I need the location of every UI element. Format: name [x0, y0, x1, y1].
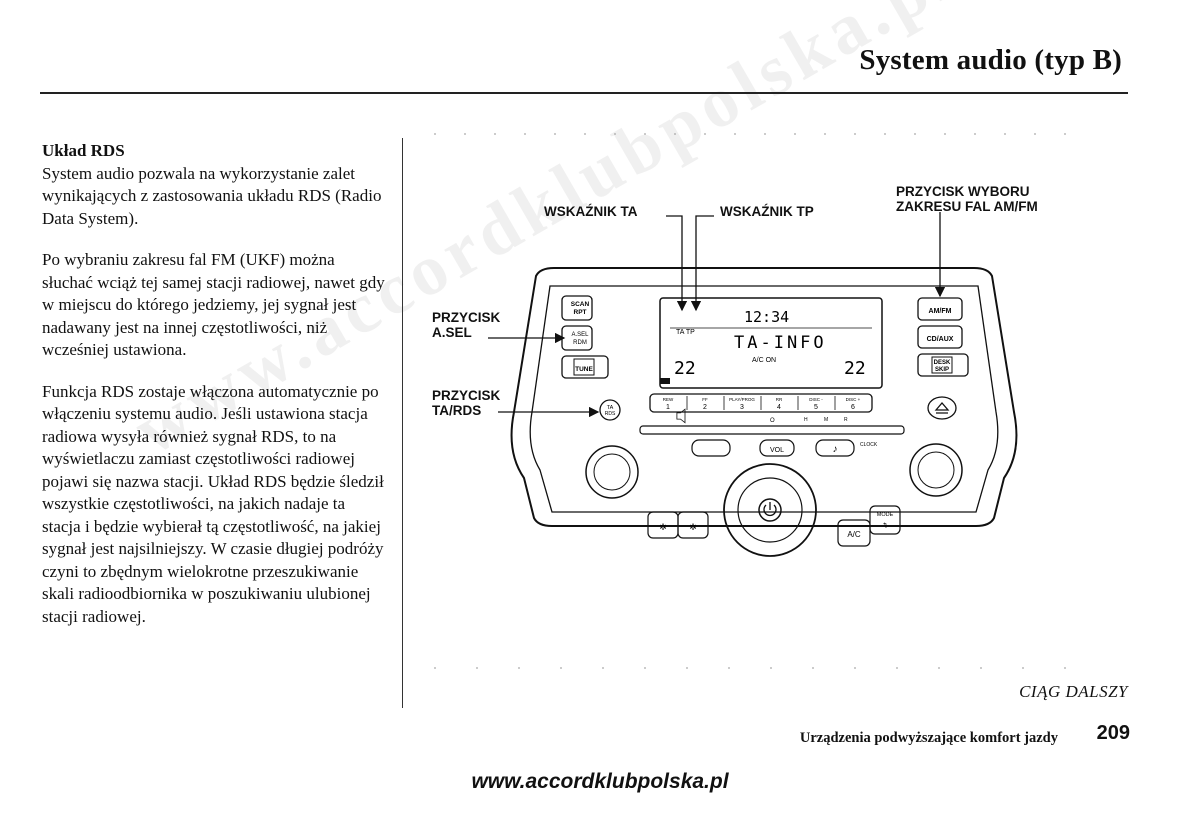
preset-6-num[interactable]: 6: [851, 404, 855, 411]
ac-label: A/C: [847, 530, 861, 539]
rpt-label: RPT: [574, 309, 587, 316]
left-temp-knob-inner: [593, 453, 631, 491]
preset-2-num[interactable]: 2: [703, 404, 707, 411]
callout-band-button: PRZYCISK WYBORU ZAKRESU FAL AM/FM: [896, 184, 1038, 214]
radio-outer-panel: [510, 267, 1018, 527]
section-heading: Układ RDS: [42, 141, 125, 160]
note-icon: ♪: [833, 444, 838, 455]
vol-label: VOL: [770, 447, 784, 454]
page-number: 209: [1096, 722, 1130, 744]
ac-button[interactable]: [837, 519, 871, 547]
tune-button[interactable]: [561, 355, 609, 379]
mode-icon: ↰: [882, 521, 889, 530]
tone-letter-r: R: [844, 417, 848, 423]
lcd-right-temp: 22: [844, 358, 866, 379]
lcd-clock: 12:34: [744, 308, 789, 326]
tone-letter-h: H: [804, 417, 808, 423]
preset-1-num[interactable]: 1: [666, 404, 670, 411]
radio-diagram: WSKAŹNIK TA WSKAŹNIK TP PRZYCISK WYBORU …: [404, 122, 1124, 692]
power-icon: [763, 502, 777, 517]
tone-letter-m: M: [824, 417, 828, 423]
leader-ta: [666, 215, 688, 312]
fan-up-button[interactable]: [677, 511, 709, 539]
desk-label: DESK: [934, 360, 951, 366]
paragraph-1-text: System audio pozwala na wykorzystanie za…: [42, 163, 382, 228]
callout-tards-button: PRZYCISK TA/RDS: [432, 388, 501, 418]
callout-asel-button: PRZYCISK A.SEL: [432, 310, 501, 340]
power-volume-knob-inner: [737, 477, 803, 543]
lcd-indicator: [660, 378, 670, 384]
page-title: System audio (typ B): [859, 44, 1122, 76]
skip-label: SKIP: [935, 367, 949, 373]
eject-icon: [934, 402, 950, 414]
right-temp-knob[interactable]: [909, 443, 963, 497]
preset-buttons: REW 1 FF 2 PLAY/PROG 3 RR 4 DISC - 5 DIS…: [649, 393, 873, 413]
mute-button[interactable]: [691, 439, 731, 457]
preset-1-top: REW: [663, 397, 674, 402]
website-url[interactable]: www.accordklubpolska.pl: [471, 770, 729, 793]
preset-strip: [649, 393, 873, 413]
callout-ta-indicator: WSKAŹNIK TA: [544, 204, 638, 219]
mode-label: MODE: [877, 512, 894, 518]
preset-4-top: RR: [776, 397, 783, 402]
vol-button[interactable]: [759, 439, 795, 457]
ta-label: TA: [607, 405, 614, 411]
preset-6-top: DISC +: [846, 397, 861, 402]
column-divider: [402, 138, 403, 708]
desk-skip-button[interactable]: [917, 353, 969, 377]
radio-inner-panel: [529, 285, 999, 513]
callout-tp-indicator: WSKAŹNIK TP: [720, 204, 814, 219]
preset-5-top: DISC -: [809, 397, 823, 402]
paragraph-2: Po wybraniu zakresu fal FM (UKF) można s…: [42, 250, 385, 359]
lcd-station-text: TA-INFO: [734, 333, 827, 353]
title-rule: [40, 92, 1128, 94]
asel-label: A.SEL: [571, 332, 589, 338]
lcd-left-temp: 22: [674, 358, 696, 379]
right-temp-knob-inner: [917, 451, 955, 489]
fan-up-icon: ✲: [689, 522, 697, 532]
rdm-label: RDM: [573, 340, 587, 346]
tone-letter-o: O: [770, 418, 775, 424]
tards-button[interactable]: [599, 399, 621, 421]
footer-section-title: Urządzenia podwyższające komfort jazdy: [799, 730, 1058, 746]
lcd-display: [659, 297, 883, 389]
speaker-icon: [676, 408, 686, 424]
leader-tp: [690, 215, 714, 312]
cdaux-button[interactable]: [917, 325, 963, 349]
preset-2-top: FF: [702, 397, 708, 402]
asel-rdm-button[interactable]: [561, 325, 593, 351]
paragraph-3: Funkcja RDS zostaje włączona automatyczn…: [42, 381, 384, 626]
cd-slot: [639, 425, 905, 435]
continued-marker: CIĄG DALSZY: [1019, 682, 1128, 701]
preset-4-num[interactable]: 4: [777, 404, 781, 411]
radio-illustration: SCAN RPT A.SEL RDM TUNE 12:34 TA TP TA-I…: [434, 133, 1094, 669]
amfm-button[interactable]: [917, 297, 963, 321]
sound-button[interactable]: [815, 439, 855, 457]
paragraph-1: Układ RDS System audio pozwala na wykorz…: [42, 140, 387, 230]
text-column: Układ RDS System audio pozwala na wykorz…: [42, 140, 387, 647]
fan-down-icon: ✲: [659, 522, 667, 532]
tune-inner: [573, 358, 595, 376]
lcd-ta-tp: TA TP: [676, 329, 695, 336]
lcd-ac-status: A/C ON: [752, 357, 776, 364]
power-volume-knob[interactable]: [723, 463, 817, 557]
amfm-label: AM/FM: [929, 308, 952, 315]
preset-5-num[interactable]: 5: [814, 404, 818, 411]
cdaux-label: CD/AUX: [927, 336, 954, 343]
preset-3-top: PLAY/PROG: [729, 397, 755, 402]
scan-label: SCAN: [571, 301, 590, 308]
eject-button[interactable]: [927, 396, 957, 420]
desk-skip-inner: [931, 356, 953, 374]
scan-rpt-button[interactable]: [561, 295, 593, 321]
left-temp-knob[interactable]: [585, 445, 639, 499]
power-button[interactable]: [758, 498, 782, 522]
mode-button[interactable]: [869, 505, 901, 535]
clock-label: CLOCK: [860, 442, 878, 448]
tune-label: TUNE: [575, 366, 593, 373]
preset-3-num[interactable]: 3: [740, 404, 744, 411]
rds-label: RDS: [605, 411, 616, 417]
